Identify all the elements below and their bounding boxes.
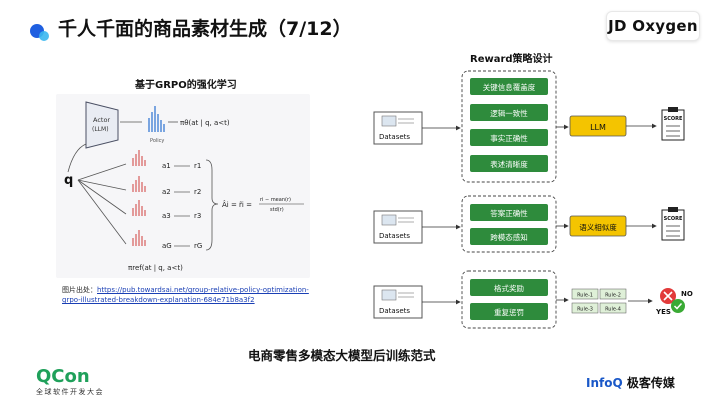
criterion-label-1-2: 逻辑一致性 — [490, 108, 528, 118]
criterion-label-3-2: 重复惩罚 — [494, 307, 524, 317]
criterion-label-2-1: 答案正确性 — [490, 208, 528, 218]
criteria-group-3 — [461, 270, 557, 329]
similarity-judge-label: 语义相似度 — [579, 222, 617, 232]
criteria-group-2 — [461, 195, 557, 253]
rule-label-3: Rule-3 — [577, 307, 593, 313]
criterion-3-1 — [470, 279, 548, 296]
policy-label: Policy — [150, 138, 164, 144]
pipeline-2: Datasets 答案正确性 跨模态感知 语义相似度 SCORE — [373, 195, 685, 253]
infoq-logo: InfoQ 极客传媒 — [586, 374, 675, 391]
rules-grid: Rule-1 Rule-2 Rule-3 Rule-4 — [571, 288, 627, 314]
llm-judge-label: LLM — [590, 123, 606, 132]
rule-box-3 — [571, 302, 599, 314]
criterion-label-1-4: 表述清晰度 — [490, 159, 528, 169]
yes-label: YES — [655, 308, 671, 316]
image-source-caption: 图片出处：https://pub.towardsai.net/group-rel… — [62, 285, 312, 305]
a3-label: a3 — [162, 212, 171, 220]
pi-ref-label: πref(at | q, a<t) — [128, 264, 183, 272]
qcon-logo-text: QCon — [36, 366, 90, 387]
a1-label: a1 — [162, 162, 171, 170]
actor-sub-label: (LLM) — [92, 126, 109, 133]
dataset-icon-1 — [381, 115, 397, 127]
rule-box-1 — [571, 288, 599, 300]
criterion-1-4 — [470, 155, 548, 172]
jd-oxygen-logo: JD Oxygen — [606, 11, 700, 41]
advantage-denominator: std(r) — [270, 207, 284, 213]
bottom-title: 电商零售多模态大模型后训练范式 — [248, 348, 436, 363]
r2-label: r2 — [194, 188, 201, 196]
a2-label: a2 — [162, 188, 171, 196]
fan-lines — [77, 163, 127, 245]
criterion-3-2 — [470, 303, 548, 320]
criterion-2-1 — [470, 204, 548, 221]
caption-link[interactable]: https://pub.towardsai.net/group-relative… — [62, 286, 309, 304]
rule-box-4 — [599, 302, 627, 314]
pipeline-1: Datasets 关键信息覆盖度 逻辑一致性 事实正确性 表述清晰度 LLM S… — [373, 70, 685, 183]
dataset-label-2: Datasets — [379, 232, 410, 240]
rule-label-4: Rule-4 — [605, 307, 621, 313]
slide-title: 千人千面的商品素材生成（7/12） — [58, 18, 352, 40]
no-label: NO — [681, 290, 693, 298]
r3-label: r3 — [194, 212, 201, 220]
rule-label-2: Rule-2 — [605, 293, 621, 299]
infoq-logo-text: InfoQ — [586, 376, 623, 390]
yes-check-icon — [671, 299, 685, 313]
q-label: q — [64, 173, 73, 188]
reward-section-title: Reward策略设计 — [470, 54, 553, 65]
criterion-1-1 — [470, 78, 548, 95]
pi-theta-label: πθ(at | q, a<t) — [180, 119, 230, 127]
grpo-figure: Actor (LLM) Policy πθ(at | q, a<t) q — [56, 94, 310, 278]
advantage-numerator: ri − mean(r) — [260, 197, 291, 203]
dataset-icon-3 — [381, 289, 397, 301]
criterion-2-2 — [470, 228, 548, 245]
geek-media-text: 极客传媒 — [626, 376, 675, 390]
criteria-group-1 — [461, 70, 557, 183]
criterion-1-2 — [470, 104, 548, 121]
sample-bars — [132, 150, 146, 246]
criterion-1-3 — [470, 129, 548, 146]
dataset-icon-2 — [381, 214, 397, 226]
actor-label: Actor — [93, 116, 110, 124]
yes-no-icon: NO YES — [655, 288, 693, 316]
a-to-r-arrows — [174, 165, 190, 247]
advantage-label: Âi = r̃i = — [222, 200, 252, 209]
grpo-diagram: Actor (LLM) Policy πθ(at | q, a<t) q — [64, 101, 304, 272]
criterion-label-1-3: 事实正确性 — [490, 133, 528, 143]
policy-bars — [148, 106, 165, 132]
actor-shape — [85, 101, 119, 149]
score-clipboard-icon-2: SCORE — [661, 207, 685, 241]
qcon-logo: QCon 全球软件开发大会 — [36, 368, 104, 397]
reward-brace — [205, 159, 219, 251]
caption-prefix: 图片出处： — [62, 286, 97, 294]
dataset-label-1: Datasets — [379, 133, 410, 141]
criterion-label-1-1: 关键信息覆盖度 — [483, 82, 536, 92]
rg-label: rG — [194, 242, 202, 250]
rule-box-2 — [599, 288, 627, 300]
qcon-subtitle: 全球软件开发大会 — [36, 388, 104, 396]
criterion-label-2-2: 跨模态感知 — [490, 232, 528, 242]
q-to-actor-arrow — [67, 143, 87, 173]
r1-label: r1 — [194, 162, 201, 170]
pipeline-3: Datasets 格式奖励 重复惩罚 Rule-1 Rule-2 Rule-3 … — [373, 270, 693, 329]
criterion-label-3-1: 格式奖励 — [494, 283, 524, 293]
score-label-2: SCORE — [664, 216, 683, 222]
grpo-section-title: 基于GRPO的强化学习 — [135, 80, 237, 91]
ag-label: aG — [162, 242, 172, 250]
rule-label-1: Rule-1 — [577, 293, 593, 299]
dataset-label-3: Datasets — [379, 307, 410, 315]
score-label-1: SCORE — [664, 116, 683, 122]
score-clipboard-icon-1: SCORE — [661, 107, 685, 141]
title-dot-accent-icon — [39, 31, 49, 41]
